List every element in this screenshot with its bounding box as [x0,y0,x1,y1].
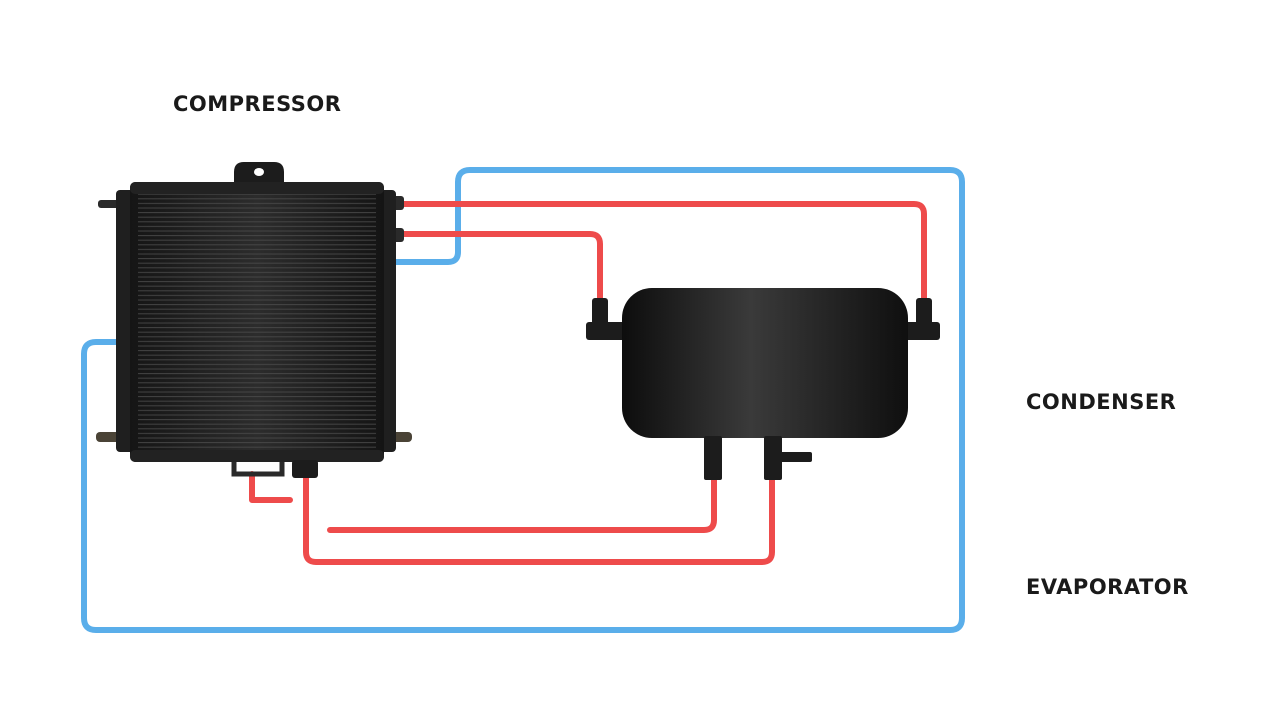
hot-line-condenser-outlet-inner [327,475,717,533]
condenser-body [622,288,908,438]
hot-line-condenser-outlet-outer [303,475,775,565]
compressor-unit [96,162,412,478]
evaporator-label: EVAPORATOR [1026,575,1189,599]
hot-line-to-condenser-left [391,231,603,305]
hot-line-top-to-condenser-right [391,201,927,305]
condenser-unit [586,288,940,480]
cold-line-outer-loop [81,167,965,633]
condenser-label: CONDENSER [1026,390,1177,414]
hot-line-short-stub [249,471,293,503]
compressor-label: COMPRESSOR [173,92,342,116]
